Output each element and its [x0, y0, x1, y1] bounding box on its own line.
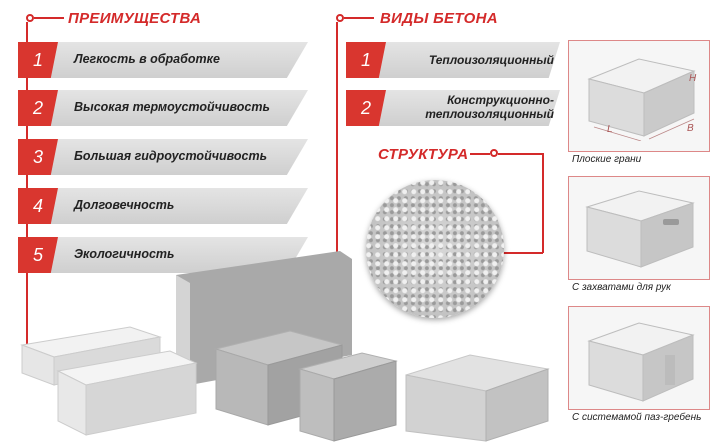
concrete-types-title: ВИДЫ БЕТОНА — [380, 10, 498, 27]
sample-flat-faces: L H B — [568, 40, 710, 152]
advantage-number: 1 — [18, 42, 58, 78]
concrete-type-item-2: 2 Конструкционно- теплоизоляционный — [346, 90, 560, 126]
advantage-number: 3 — [18, 139, 58, 175]
concrete-type-item-1: 1 Теплоизоляционный — [346, 42, 560, 78]
sample-caption-2: С захватами для рук — [572, 282, 671, 293]
bullet-dot-icon — [336, 14, 344, 22]
sample-hand-grips — [568, 176, 710, 280]
advantage-item-2: 2 Высокая термоустойчивость — [18, 90, 308, 126]
concrete-type-bar — [372, 42, 560, 78]
advantage-item-5: 5 Экологичность — [18, 237, 308, 273]
advantage-label: Легкость в обработке — [74, 52, 220, 66]
advantage-bar — [44, 188, 308, 224]
advantage-number: 2 — [18, 90, 58, 126]
aerated-concrete-blocks-illustration — [20, 251, 550, 442]
concrete-type-label: Конструкционно- теплоизоляционный — [425, 93, 554, 121]
dim-label-l: L — [607, 124, 613, 135]
advantage-item-3: 3 Большая гидроустойчивость — [18, 139, 308, 175]
porous-structure-image — [366, 180, 504, 318]
grip-block-icon — [585, 190, 695, 268]
concrete-type-bar — [372, 90, 560, 126]
advantage-bar — [44, 139, 308, 175]
advantage-label: Долговечность — [74, 198, 175, 212]
advantage-bar — [44, 90, 308, 126]
concrete-type-number: 1 — [346, 42, 386, 78]
connector-line — [344, 17, 374, 19]
advantages-title: ПРЕИМУЩЕСТВА — [68, 10, 202, 27]
concrete-type-label-line2: теплоизоляционный — [425, 107, 554, 121]
concrete-type-label: Теплоизоляционный — [429, 53, 554, 67]
concrete-type-label-line1: Конструкционно- — [447, 93, 554, 107]
connector-line — [542, 153, 544, 253]
bullet-dot-icon — [490, 149, 498, 157]
concrete-type-label-line1: Теплоизоляционный — [428, 53, 554, 67]
advantage-number: 5 — [18, 237, 58, 273]
concrete-type-number: 2 — [346, 90, 386, 126]
connector-line — [34, 17, 64, 19]
connector-line — [498, 153, 542, 155]
structure-title: СТРУКТУРА — [378, 146, 469, 163]
flat-block-icon — [587, 58, 696, 142]
advantage-bar — [44, 42, 308, 78]
dim-label-b: B — [687, 123, 694, 134]
tongue-groove-block-icon — [587, 322, 695, 402]
advantage-item-4: 4 Долговечность — [18, 188, 308, 224]
advantage-label: Большая гидроустойчивость — [74, 149, 267, 163]
connector-line — [336, 22, 338, 320]
sample-caption-3: С системамой паз-гребень — [572, 412, 702, 423]
advantage-number: 4 — [18, 188, 58, 224]
advantage-item-1: 1 Легкость в обработке — [18, 42, 308, 78]
advantage-label: Экологичность — [74, 247, 175, 261]
bullet-dot-icon — [26, 14, 34, 22]
sample-caption-1: Плоские грани — [572, 154, 642, 165]
sample-tongue-groove — [568, 306, 710, 410]
dim-label-h: H — [689, 73, 697, 84]
advantage-label: Высокая термоустойчивость — [74, 100, 270, 114]
connector-line — [500, 252, 543, 254]
connector-line — [470, 153, 490, 155]
